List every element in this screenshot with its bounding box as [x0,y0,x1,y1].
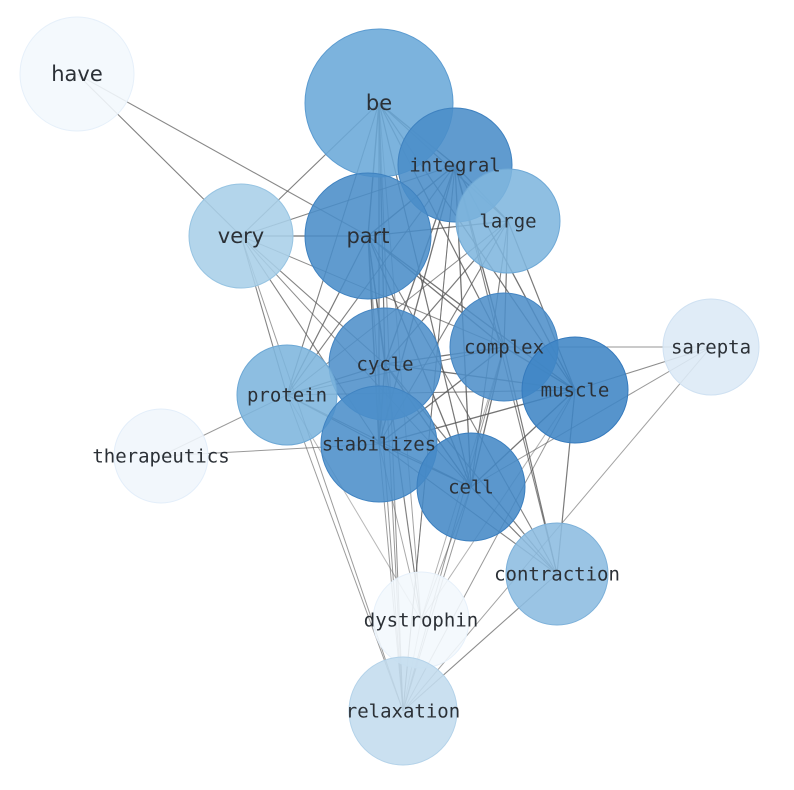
graph-edge [367,235,558,575]
labels-layer: have be integral large very part complex cycle m… [51,62,751,723]
graph-node-sarepta[interactable] [662,298,760,396]
graph-node-part[interactable] [304,172,432,300]
graph-node-label-stabilizes: stabilizes [322,434,436,456]
graph-node-label-relaxation: relaxation [346,701,460,723]
graph-node-label-sarepta: sarepta [671,337,751,359]
graph-node-very[interactable] [188,183,294,289]
graph-node-label-dystrophin: dystrophin [364,610,478,632]
graph-node-label-protein: protein [247,385,327,407]
graph-node-label-therapeutics: therapeutics [92,446,229,468]
graph-node-label-integral: integral [409,155,501,177]
graph-node-label-be: be [366,91,392,115]
graph-node-label-have: have [51,62,103,86]
graph-node-contraction[interactable] [505,522,609,626]
graph-node-label-large: large [479,211,536,233]
graph-node-label-muscle: muscle [541,380,610,402]
graph-node-cell[interactable] [416,432,526,542]
graph-node-relaxation[interactable] [348,656,458,766]
nodes-layer [19,16,760,766]
graph-node-muscle[interactable] [521,336,629,444]
graph-node-large[interactable] [455,168,561,274]
graph-node-label-very: very [218,224,264,248]
graph-node-therapeutics[interactable] [113,408,209,504]
graph-node-label-cycle: cycle [356,354,413,376]
graph-node-label-part: part [346,224,389,248]
graph-node-label-cell: cell [448,477,494,499]
graph-node-protein[interactable] [236,344,338,446]
graph-node-have[interactable] [19,16,135,132]
graph-node-label-contraction: contraction [494,564,620,586]
graph-node-label-complex: complex [464,337,544,359]
graph-node-stabilizes[interactable] [320,385,438,503]
